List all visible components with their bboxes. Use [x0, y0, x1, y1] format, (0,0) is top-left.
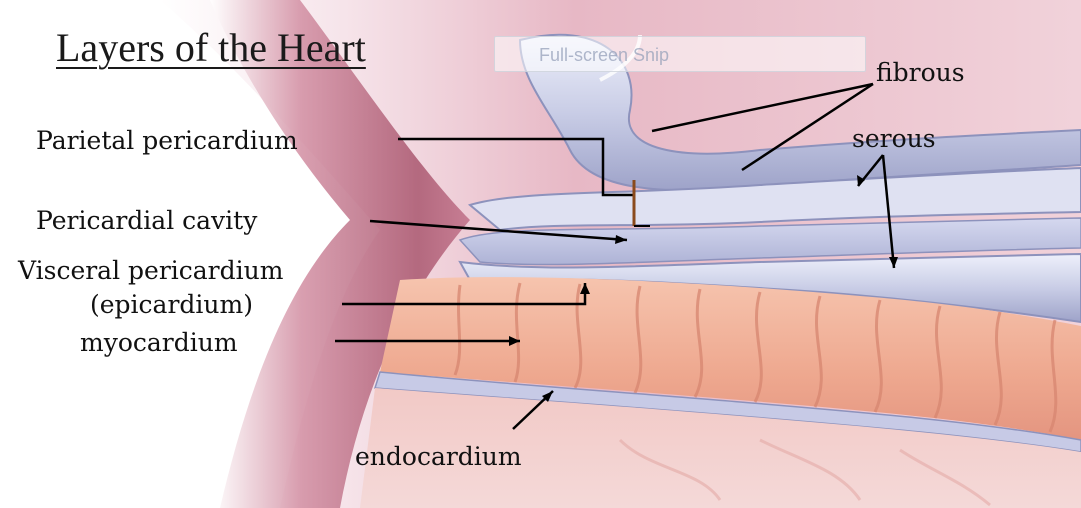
snip-tooltip: Full-screen Snip	[494, 36, 866, 72]
label-endocardium: endocardium	[355, 444, 522, 469]
snip-tooltip-text: Full-screen Snip	[539, 45, 669, 66]
diagram-title: Layers of the Heart	[56, 28, 366, 68]
label-serous: serous	[852, 126, 936, 151]
label-fibrous: fibrous	[876, 60, 965, 85]
label-visceral-pericardium: Visceral pericardium	[18, 258, 283, 283]
label-parietal-pericardium: Parietal pericardium	[36, 128, 298, 153]
label-epicardium: (epicardium)	[90, 292, 253, 317]
label-pericardial-cavity: Pericardial cavity	[36, 208, 257, 233]
label-myocardium: myocardium	[80, 330, 238, 355]
